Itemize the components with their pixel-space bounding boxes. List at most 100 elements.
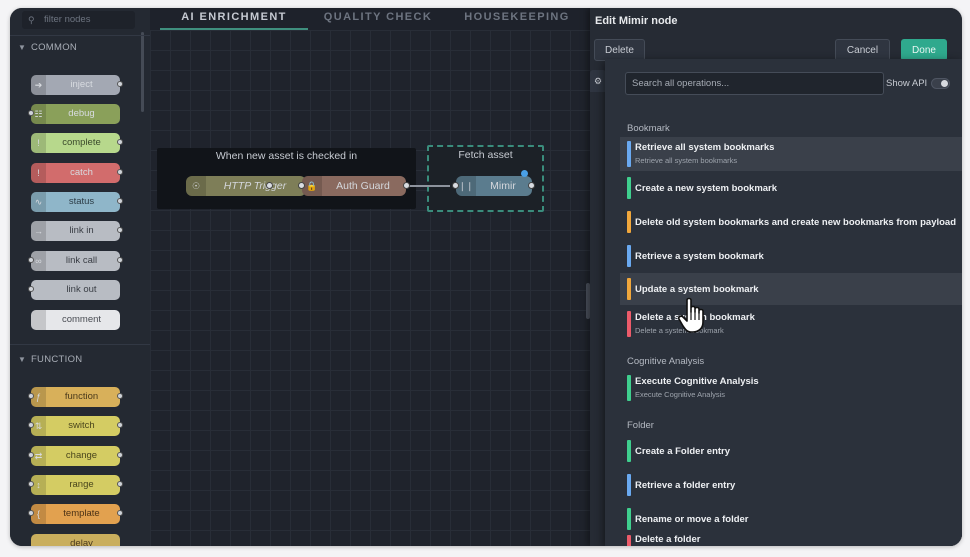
op-title: Delete old system bookmarks and create n… [635, 217, 957, 228]
wire[interactable] [406, 185, 450, 187]
node-label: change [65, 450, 98, 461]
properties-tab[interactable]: ⚙ [590, 70, 606, 92]
category-label: COMMON [30, 42, 78, 53]
palette-node-range[interactable]: ↕ range [28, 475, 123, 495]
palette-node-status[interactable]: ∿ status [31, 192, 123, 212]
show-api-toggle[interactable] [931, 78, 950, 89]
op-retrieve-folder[interactable]: Retrieve a folder entry [620, 470, 962, 500]
output-port[interactable] [403, 182, 410, 189]
node-label: status [68, 196, 95, 207]
op-create-folder[interactable]: Create a Folder entry [620, 436, 962, 466]
node-label: inject [70, 79, 93, 90]
node-label: link out [66, 284, 97, 295]
op-delete-folder[interactable]: Delete a folder [620, 533, 962, 546]
output-port[interactable] [117, 422, 123, 428]
output-port[interactable] [117, 452, 123, 458]
input-port[interactable] [28, 257, 34, 263]
method-bar [627, 211, 631, 233]
method-bar [627, 375, 631, 401]
op-title: Create a Folder entry [635, 446, 731, 457]
palette-node-link-out[interactable]: link out [28, 280, 120, 300]
app-window: ⚲ filter nodes ▼ COMMON ➔ inject ☷ debug… [10, 8, 962, 546]
palette-scrollbar[interactable] [141, 32, 144, 112]
input-port[interactable] [28, 452, 34, 458]
op-delete-bookmark[interactable]: Delete a system bookmark Delete a system… [620, 307, 962, 341]
input-port[interactable] [298, 182, 305, 189]
toggle-knob [941, 80, 948, 87]
op-title: Retrieve a system bookmark [635, 251, 764, 262]
output-port[interactable] [117, 198, 123, 204]
exclamation-icon: ! [31, 163, 46, 183]
group-label: Fetch asset [458, 149, 513, 161]
panel-resize-handle[interactable] [586, 283, 590, 319]
globe-icon: ☉ [186, 176, 206, 196]
method-bar [627, 508, 631, 530]
output-port[interactable] [117, 139, 123, 145]
category-function[interactable]: ▼ FUNCTION [18, 354, 82, 365]
op-rename-folder[interactable]: Rename or move a folder [620, 504, 962, 534]
palette-node-function[interactable]: ƒ function [28, 387, 123, 407]
op-retrieve-all-bookmarks[interactable]: Retrieve all system bookmarks Retrieve a… [620, 137, 962, 171]
flow-node-mimir[interactable]: ❘❘ Mimir [456, 176, 532, 196]
method-bar [627, 440, 631, 462]
link-icon: ∞ [31, 251, 46, 271]
output-port[interactable] [528, 182, 535, 189]
output-port[interactable] [117, 510, 123, 516]
op-title: Delete a folder [635, 534, 701, 545]
method-bar [627, 177, 631, 199]
input-port[interactable] [28, 510, 34, 516]
output-port[interactable] [117, 81, 123, 87]
output-port[interactable] [117, 393, 123, 399]
input-port[interactable] [28, 481, 34, 487]
flow-canvas[interactable]: When new asset is checked in Fetch asset… [150, 30, 590, 546]
delete-button[interactable]: Delete [594, 39, 645, 61]
category-common[interactable]: ▼ COMMON [18, 42, 77, 53]
search-operations-input[interactable]: Search all operations... [625, 72, 884, 95]
palette-node-inject[interactable]: ➔ inject [31, 75, 123, 95]
output-port[interactable] [117, 169, 123, 175]
search-icon: ⚲ [28, 15, 35, 25]
op-update-bookmark[interactable]: Update a system bookmark [620, 273, 962, 305]
input-port[interactable] [28, 286, 34, 292]
op-create-bookmark[interactable]: Create a new system bookmark [620, 173, 962, 203]
input-port[interactable] [28, 393, 34, 399]
tab-quality-check[interactable]: QUALITY CHECK [323, 11, 433, 23]
op-delete-old-bookmarks[interactable]: Delete old system bookmarks and create n… [620, 207, 962, 237]
palette-node-switch[interactable]: ⇅ switch [28, 416, 123, 436]
node-label: catch [70, 167, 93, 178]
tab-housekeeping[interactable]: HOUSEKEEPING [464, 11, 570, 23]
done-button[interactable]: Done [901, 39, 947, 61]
op-execute-cognitive-analysis[interactable]: Execute Cognitive Analysis Execute Cogni… [620, 371, 962, 405]
input-port[interactable] [452, 182, 459, 189]
output-port[interactable] [117, 227, 123, 233]
method-bar [627, 245, 631, 267]
flow-node-http-trigger[interactable]: ☉ HTTP Trigger [186, 176, 306, 196]
op-retrieve-bookmark[interactable]: Retrieve a system bookmark [620, 241, 962, 271]
tab-ai-enrichment[interactable]: AI ENRICHMENT [160, 8, 308, 30]
palette-node-comment[interactable]: comment [31, 310, 120, 330]
input-port[interactable] [28, 422, 34, 428]
output-port[interactable] [117, 257, 123, 263]
flow-node-auth-guard[interactable]: 🔒 Auth Guard [302, 176, 406, 196]
filter-nodes-input[interactable]: ⚲ filter nodes [22, 11, 135, 29]
palette-node-link-in[interactable]: → link in [31, 221, 123, 241]
op-title: Retrieve a folder entry [635, 480, 736, 491]
cancel-button[interactable]: Cancel [835, 39, 890, 61]
method-bar [627, 474, 631, 496]
node-label: delay [70, 538, 93, 546]
palette-node-catch[interactable]: ! catch [31, 163, 123, 183]
input-port[interactable] [28, 110, 34, 116]
palette-node-change[interactable]: ⇄ change [28, 446, 123, 466]
palette-node-link-call[interactable]: ∞ link call [28, 251, 123, 271]
output-port[interactable] [266, 182, 273, 189]
palette-node-template[interactable]: { template [28, 504, 123, 524]
node-label: range [69, 479, 94, 490]
palette-node-debug[interactable]: ☷ debug [28, 104, 120, 124]
palette-node-delay[interactable]: delay [31, 534, 120, 546]
comment-icon [31, 310, 46, 330]
output-port[interactable] [117, 481, 123, 487]
node-label: switch [68, 420, 95, 431]
node-label: HTTP Trigger [223, 180, 287, 192]
op-title: Update a system bookmark [635, 284, 759, 295]
palette-node-complete[interactable]: ! complete [31, 133, 123, 153]
